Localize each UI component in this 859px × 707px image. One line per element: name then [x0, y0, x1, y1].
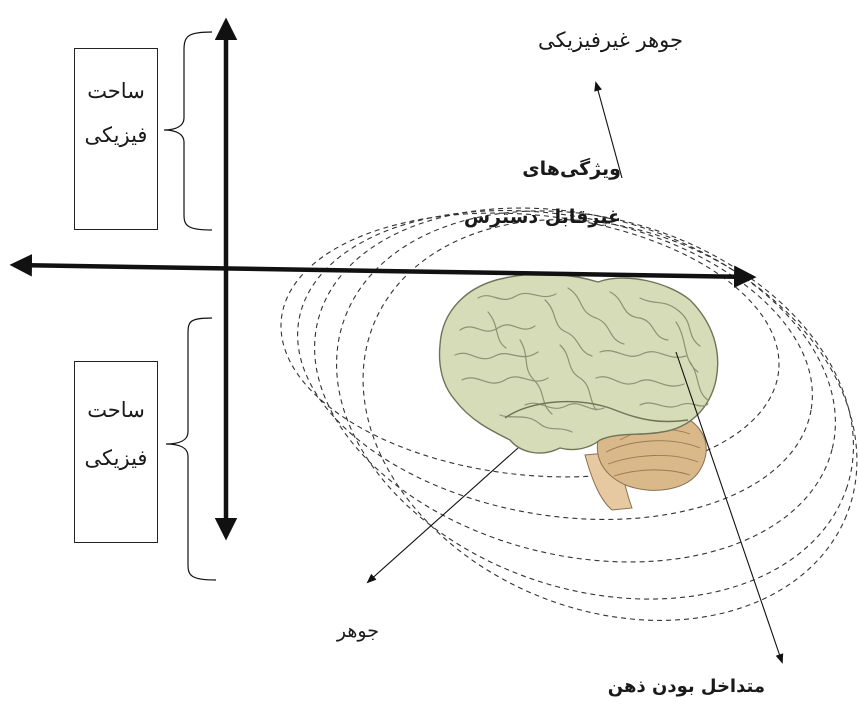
- ellipse-5: [362, 219, 858, 621]
- lower-box-line2: فیزیکی: [84, 446, 148, 470]
- lower-box-line1: ساحت: [87, 398, 145, 422]
- upper-box-line1: ساحت: [87, 79, 145, 103]
- arrow-to-nonphysical-substance: [594, 81, 623, 179]
- arrow-to-substance: [366, 447, 519, 584]
- lower-physical-realm-box: ساحت فیزیکی: [74, 361, 158, 543]
- arrow-to-mind-overlap: [675, 351, 784, 664]
- upper-physical-realm-box: ساحت فیزیکی: [74, 48, 158, 230]
- ellipse-1: [280, 212, 780, 478]
- lower-brace: [165, 317, 217, 581]
- label-inaccessible-properties-1: ویژگی‌های: [522, 158, 621, 180]
- braces: [163, 31, 217, 581]
- label-mind-overlap: متداخل بودن ذهن: [607, 676, 765, 697]
- ellipse-2: [297, 209, 813, 521]
- upper-brace: [163, 31, 213, 231]
- label-inaccessible-properties-2: غیرقابل دسترس: [463, 206, 621, 228]
- label-nonphysical-substance: جوهر غیرفیزیکی: [538, 28, 683, 52]
- thin-arrows: [366, 81, 784, 664]
- overlapping-ellipses: [280, 207, 858, 621]
- brain-icon: [438, 273, 719, 511]
- ellipse-3: [314, 207, 836, 563]
- horizontal-axis: [9, 254, 757, 288]
- upper-box-line2: فیزیکی: [84, 123, 148, 147]
- axes: [9, 17, 757, 541]
- ellipse-4: [336, 210, 854, 600]
- label-substance: جوهر: [336, 620, 379, 642]
